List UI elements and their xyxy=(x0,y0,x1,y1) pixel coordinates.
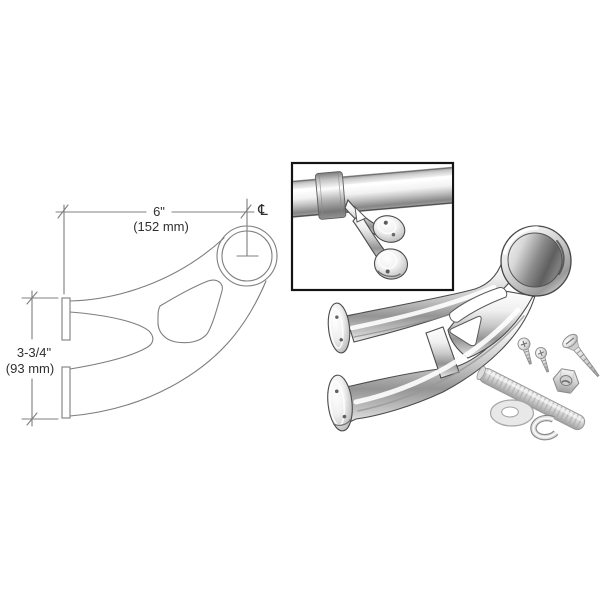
phillips-slot xyxy=(520,340,528,348)
mounting-flange-upper xyxy=(327,302,351,354)
drawn-flange-lower xyxy=(61,366,71,419)
inset-flange-front xyxy=(373,248,409,280)
flat-washer xyxy=(489,399,535,427)
screw-hole xyxy=(335,315,339,319)
installed-view-inset xyxy=(290,161,455,292)
height-dimension: 3-3/4" (93 mm) xyxy=(6,290,59,427)
inset-arm-cutout xyxy=(354,205,367,223)
height-metric-label: (93 mm) xyxy=(6,361,54,376)
width-metric-label: (152 mm) xyxy=(133,219,189,234)
hex-nut xyxy=(552,368,580,394)
inset-tube xyxy=(293,166,452,220)
drawn-slot-cutout xyxy=(157,279,223,344)
drawn-ring-outer xyxy=(216,225,278,287)
inset-bracket xyxy=(344,198,409,280)
drawn-flange-upper xyxy=(61,297,71,341)
washer-hole xyxy=(501,406,519,418)
triangle-cutout xyxy=(449,315,482,347)
width-label: 6" xyxy=(153,204,165,219)
dimension-tick-marks xyxy=(57,204,252,219)
drawn-bracket xyxy=(61,225,278,419)
phillips-slot xyxy=(537,349,545,357)
lock-washer xyxy=(530,414,559,441)
centerline-symbol: ℄ xyxy=(257,202,268,219)
bracket-photo xyxy=(327,225,572,432)
threaded-stud xyxy=(476,366,586,431)
screw-hole xyxy=(342,414,347,419)
drawn-middle-notch xyxy=(69,311,154,370)
bracket-ring xyxy=(500,225,572,297)
mounting-flange-lower xyxy=(327,374,353,432)
screw-hole xyxy=(339,338,343,342)
inset-photo xyxy=(293,166,452,280)
inset-flange-rear xyxy=(372,215,406,243)
hardware-kit xyxy=(476,333,600,441)
dimension-drawing: 6" (152 mm) ℄ 3-3/4" (93 mm) xyxy=(6,198,278,427)
width-dimension: 6" (152 mm) xyxy=(55,204,255,295)
height-extension-lines xyxy=(21,297,59,420)
centerline xyxy=(236,198,259,257)
slot-cutout xyxy=(449,287,508,323)
inset-collar xyxy=(314,171,347,220)
flathead-screw xyxy=(562,333,600,378)
pan-screw-2 xyxy=(535,347,550,373)
pan-screw-1 xyxy=(517,337,532,365)
screw-slot xyxy=(565,337,575,345)
height-label: 3-3/4" xyxy=(17,345,52,360)
drawn-ring-inner xyxy=(221,230,273,282)
drawn-arm-bottom-edge xyxy=(69,280,267,417)
drawn-arm-top-edge xyxy=(69,237,225,302)
screw-hole xyxy=(334,389,339,394)
centerline-marker: ℄ xyxy=(236,198,268,257)
